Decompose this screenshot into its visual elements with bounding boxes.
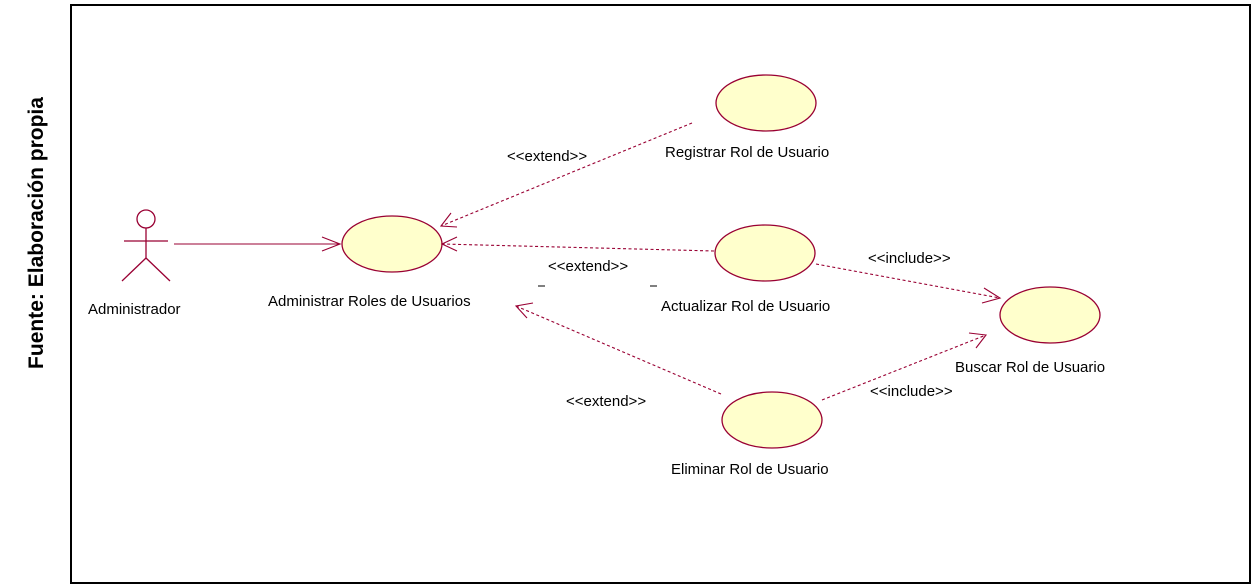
usecase-actualizar-rol[interactable]	[714, 224, 816, 282]
include-eliminar-label: <<include>>	[870, 383, 953, 400]
include-actualizar-line	[815, 263, 1001, 299]
actor-head	[136, 209, 156, 229]
actor-right-leg	[145, 257, 171, 282]
extend-eliminar-label: <<extend>>	[566, 393, 646, 410]
actor-label: Administrador	[88, 301, 181, 318]
extend-actualizar-arrowhead	[440, 236, 458, 252]
usecase-registrar-label: Registrar Rol de Usuario	[665, 144, 829, 161]
usecase-administrar-roles[interactable]	[341, 215, 443, 273]
usecase-eliminar-rol[interactable]	[721, 391, 823, 449]
actor-left-leg	[121, 257, 147, 282]
usecase-buscar-rol[interactable]	[999, 286, 1101, 344]
association-arrowhead	[321, 236, 342, 252]
usecase-buscar-label: Buscar Rol de Usuario	[955, 359, 1105, 376]
usecase-actualizar-label: Actualizar Rol de Usuario	[661, 298, 830, 315]
extend-actualizar-line	[441, 243, 715, 252]
extend-actualizar-label: <<extend>>	[548, 258, 628, 275]
usecase-eliminar-label: Eliminar Rol de Usuario	[671, 461, 829, 478]
extend-registrar-arrowhead	[439, 212, 458, 228]
use-case-diagram: Administrador Administrar Roles de Usuar…	[88, 74, 1105, 478]
usecase-administrar-label: Administrar Roles de Usuarios	[268, 293, 471, 310]
include-actualizar-label: <<include>>	[868, 250, 951, 267]
include-eliminar-arrowhead	[968, 332, 988, 349]
extend-registrar-line	[440, 122, 693, 227]
actor-administrador[interactable]	[121, 209, 171, 282]
extend-eliminar-line	[515, 305, 722, 395]
extend-registrar-label: <<extend>>	[507, 148, 587, 165]
usecase-registrar-rol[interactable]	[715, 74, 817, 132]
extend-eliminar-arrowhead	[514, 302, 534, 319]
include-actualizar-arrowhead	[981, 287, 1002, 304]
include-eliminar-line	[821, 334, 987, 401]
